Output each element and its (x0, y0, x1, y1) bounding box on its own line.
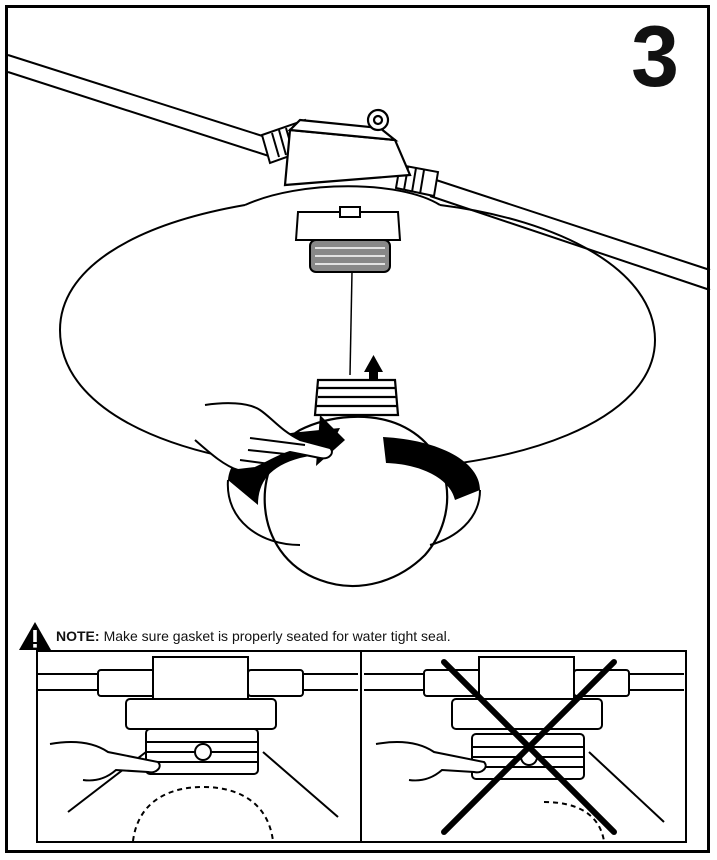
step-frame (5, 5, 710, 853)
hand-icon (375, 741, 487, 782)
socket-collar (125, 698, 277, 730)
cord-grip-left (97, 669, 159, 697)
socket-top (152, 656, 249, 700)
warning-triangle-icon (19, 622, 51, 650)
step-number: 3 (631, 9, 679, 105)
hand-icon (49, 741, 161, 782)
socket-top (478, 656, 575, 700)
socket-collar (451, 698, 603, 730)
main-illustration (7, 54, 711, 588)
cord-grip-right (247, 669, 304, 697)
panel-divider (360, 652, 362, 841)
cross-mark-icon (441, 659, 617, 835)
guide-line (349, 271, 353, 376)
incorrect-gasket-panel (364, 656, 684, 841)
string-light-wire (7, 54, 711, 291)
hand-icon (194, 402, 333, 471)
gasket-comparison-box (36, 650, 687, 843)
note-row: NOTE:Make sure gasket is properly seated… (18, 620, 451, 652)
note-label: NOTE: (56, 628, 100, 644)
socket-housing (283, 108, 412, 187)
note-body: Make sure gasket is properly seated for … (103, 628, 451, 644)
correct-gasket-panel (38, 656, 358, 841)
light-bulb (263, 378, 449, 588)
socket-threads (294, 206, 402, 273)
note-text: NOTE:Make sure gasket is properly seated… (56, 628, 451, 644)
